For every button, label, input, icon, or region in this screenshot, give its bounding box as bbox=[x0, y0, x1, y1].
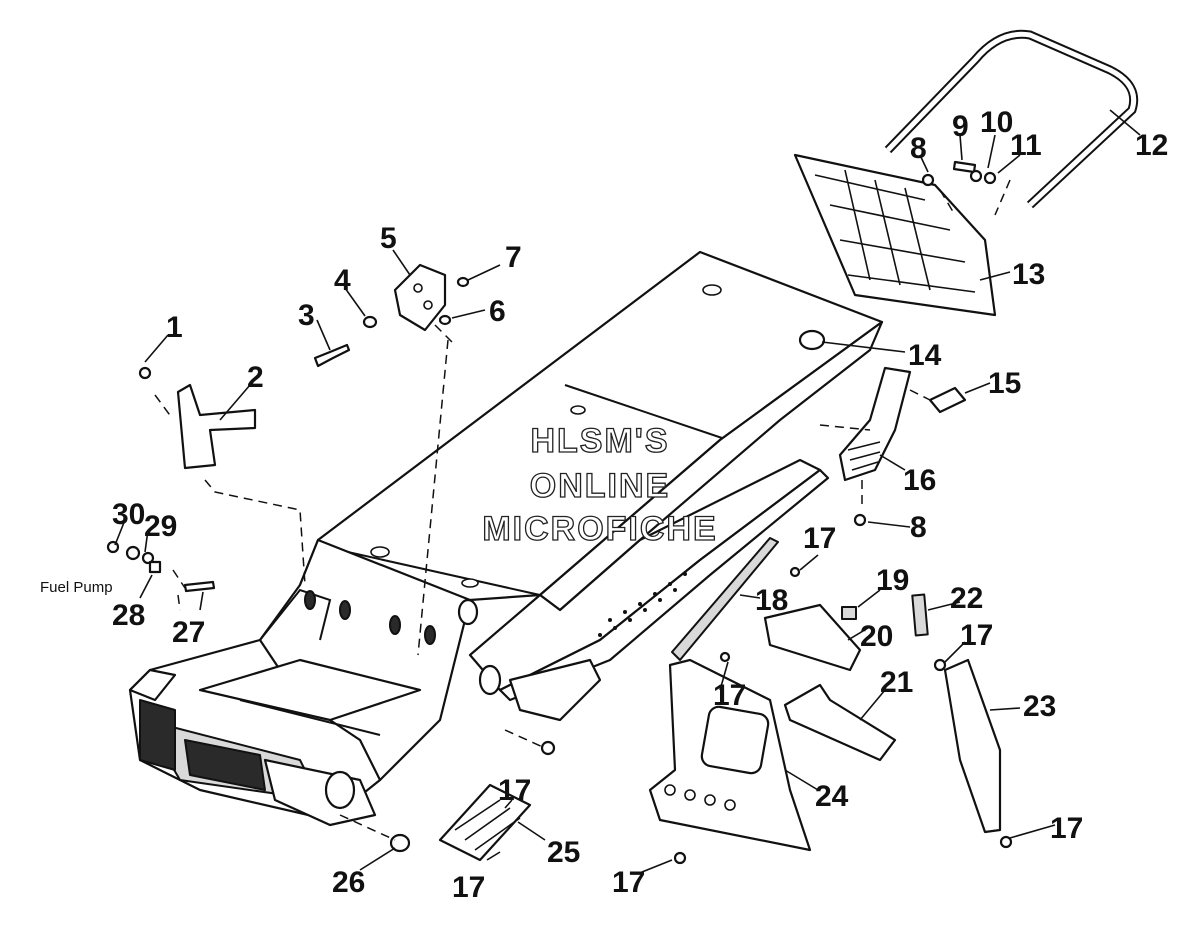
shield-2 bbox=[176, 383, 257, 470]
callout-23: 23 bbox=[1023, 690, 1056, 723]
callout-9: 9 bbox=[952, 110, 969, 143]
rear-bumper bbox=[884, 29, 1139, 209]
callout-14: 14 bbox=[908, 339, 942, 372]
callout-11: 11 bbox=[1010, 129, 1042, 162]
callout-17a: 17 bbox=[803, 522, 836, 555]
leader-lines bbox=[114, 109, 1141, 873]
callout-17g: 17 bbox=[452, 871, 485, 904]
callout-17b: 17 bbox=[960, 619, 993, 652]
callout-26: 26 bbox=[332, 866, 365, 899]
bracket-21 bbox=[783, 683, 897, 762]
callout-24: 24 bbox=[815, 780, 849, 813]
callout-8b: 8 bbox=[910, 511, 927, 544]
callout-29: 29 bbox=[144, 510, 177, 543]
bracket-5 bbox=[393, 263, 447, 332]
bracket-16 bbox=[838, 366, 912, 482]
block-19 bbox=[841, 606, 857, 620]
callout-25: 25 bbox=[547, 836, 580, 869]
callout-5: 5 bbox=[380, 222, 397, 255]
fasteners bbox=[106, 160, 1013, 865]
callout-2: 2 bbox=[247, 361, 264, 394]
watermark: HLSM'S ONLINE MICROFICHE bbox=[482, 421, 717, 548]
callout-19: 19 bbox=[876, 564, 909, 597]
panel-23 bbox=[943, 658, 1002, 834]
strip-18 bbox=[671, 537, 779, 661]
plug-26 bbox=[389, 833, 411, 853]
bolt-22 bbox=[911, 593, 929, 637]
plate-25 bbox=[438, 783, 532, 862]
callout-8a: 8 bbox=[910, 132, 927, 165]
callout-numbers: 1 2 3 4 5 6 7 8 8 9 10 11 12 13 14 15 16… bbox=[40, 106, 1168, 904]
callout-12: 12 bbox=[1135, 129, 1168, 162]
callout-4: 4 bbox=[334, 264, 351, 297]
callout-21: 21 bbox=[880, 666, 913, 699]
assembly-lines bbox=[154, 179, 1011, 841]
callout-1: 1 bbox=[166, 311, 183, 344]
callout-27: 27 bbox=[172, 616, 205, 649]
chassis-tunnel bbox=[128, 250, 884, 827]
watermark-line-3: MICROFICHE bbox=[482, 510, 717, 548]
callout-16: 16 bbox=[903, 464, 936, 497]
callout-17d: 17 bbox=[498, 774, 531, 807]
callout-13: 13 bbox=[1012, 258, 1045, 291]
snowflap bbox=[793, 153, 997, 317]
callout-22: 22 bbox=[950, 582, 983, 615]
bracket-20 bbox=[763, 603, 862, 672]
side-perforations bbox=[598, 572, 687, 637]
watermark-line-2: ONLINE bbox=[530, 467, 670, 505]
callout-6: 6 bbox=[489, 295, 506, 328]
callout-3: 3 bbox=[298, 299, 315, 332]
pad-15 bbox=[928, 386, 967, 414]
fuel-pump-label: Fuel Pump bbox=[40, 579, 113, 596]
callout-17c: 17 bbox=[713, 679, 746, 712]
callout-17f: 17 bbox=[612, 866, 645, 899]
watermark-line-1: HLSM'S bbox=[530, 422, 669, 460]
callout-17e: 17 bbox=[1050, 812, 1083, 845]
callout-28: 28 bbox=[112, 599, 145, 632]
callout-7: 7 bbox=[505, 241, 522, 274]
callout-20: 20 bbox=[860, 620, 893, 653]
callout-10: 10 bbox=[980, 106, 1013, 139]
callout-18: 18 bbox=[755, 584, 788, 617]
plug-14 bbox=[798, 329, 826, 351]
callout-30: 30 bbox=[112, 498, 145, 531]
callout-15: 15 bbox=[988, 367, 1021, 400]
